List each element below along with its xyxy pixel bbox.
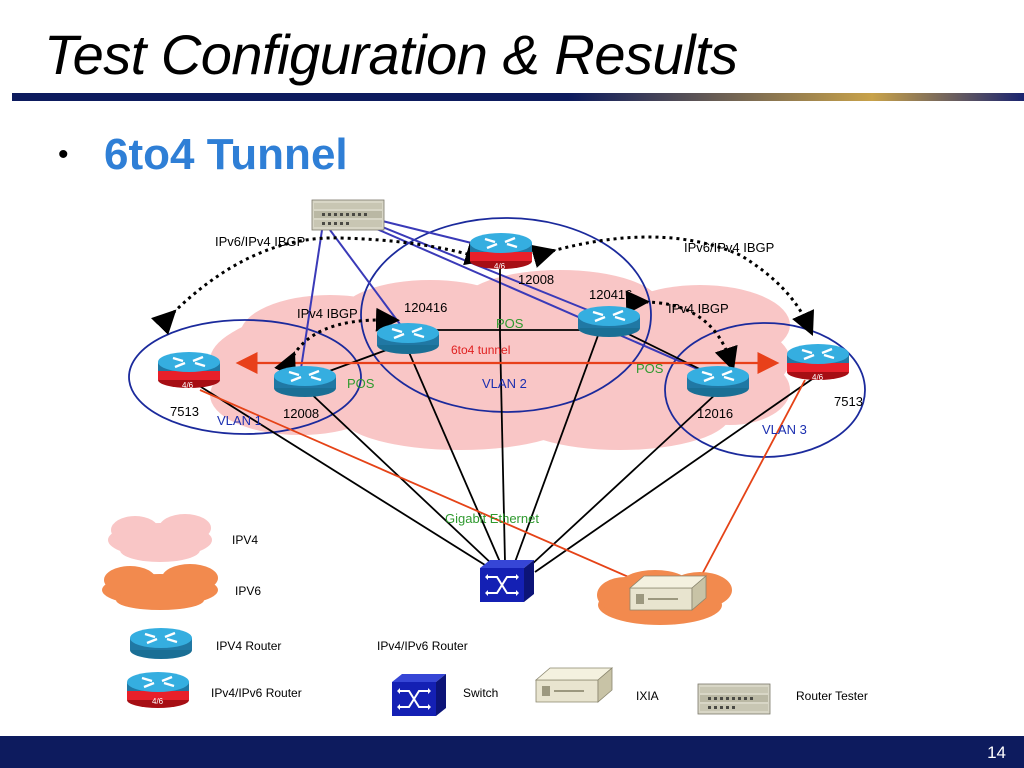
legend-ipv6-label: IPV6 (235, 584, 262, 598)
label-pos-top: POS (496, 316, 524, 331)
legend-switch-icon (391, 673, 447, 717)
switch-device (479, 559, 535, 603)
legend-ipv4-cloud (108, 514, 212, 562)
label-router-7513-right: 7513 (834, 394, 863, 409)
label-vlan2: VLAN 2 (482, 376, 527, 391)
label-tunnel: 6to4 tunnel (451, 343, 511, 357)
label-pos-left: POS (347, 376, 375, 391)
legend-dual-router-label-b: IPv4/IPv6 Router (211, 686, 302, 700)
label-router-120416-right: 120416 (589, 287, 633, 302)
ibgp-arc-left (151, 236, 490, 335)
label-ibgp-right: IPv6/IPv4 IBGP (684, 240, 775, 255)
label-ipv4-ibgp-right: IPv4 IBGP (668, 301, 729, 316)
legend-dual-router-label-a: IPv4/IPv6 Router (377, 639, 468, 653)
legend-ipv4-label: IPV4 (232, 533, 259, 547)
label-router-120416-left: 120416 (404, 300, 448, 315)
label-vlan3: VLAN 3 (762, 422, 807, 437)
legend-ipv6-cloud (102, 564, 218, 610)
label-pos-right: POS (636, 361, 664, 376)
slide-title: Test Configuration & Results (44, 23, 738, 86)
label-gigabit-ethernet: Gigabit Ethernet (445, 511, 539, 526)
legend-ixia-icon (535, 667, 613, 703)
dual-tag-7513-right: 4/6 (812, 373, 824, 382)
label-ibgp-left: IPv6/IPv4 IBGP (215, 234, 306, 249)
legend-tester-icon (697, 683, 771, 715)
label-router-12008-top: 12008 (518, 272, 555, 287)
bullet-icon: • (58, 138, 69, 171)
label-vlan1: VLAN 1 (217, 413, 262, 428)
legend-ixia-label: IXIA (636, 689, 659, 703)
label-router-7513-left: 7513 (170, 404, 199, 419)
legend-switch-label: Switch (463, 686, 499, 700)
router-120416-left (375, 321, 441, 356)
router-tester-device (311, 199, 385, 231)
page-number: 14 (987, 743, 1006, 762)
dual-tag-12008-top: 4/6 (494, 262, 506, 271)
footer-bar: 14 (0, 736, 1024, 768)
dual-tag-legend: 4/6 (152, 697, 164, 706)
label-ipv4-ibgp-left: IPv4 IBGP (297, 306, 358, 321)
label-router-12016: 12016 (697, 406, 734, 421)
legend-ipv4-router-label: IPV4 Router (216, 639, 282, 653)
router-120416-right (576, 304, 642, 339)
router-12008-left (272, 364, 338, 399)
ipv4-ibgp-arc-right (625, 290, 738, 372)
dual-tag-7513-left: 4/6 (182, 381, 194, 390)
router-12016 (685, 364, 751, 399)
title-divider (12, 93, 1024, 101)
legend-ipv4-router-icon (128, 626, 194, 661)
ixia-device (629, 575, 707, 611)
label-router-12008-left: 12008 (283, 406, 320, 421)
legend-router-tester-label: Router Tester (796, 689, 868, 703)
bullet-heading: 6to4 Tunnel (104, 130, 348, 179)
